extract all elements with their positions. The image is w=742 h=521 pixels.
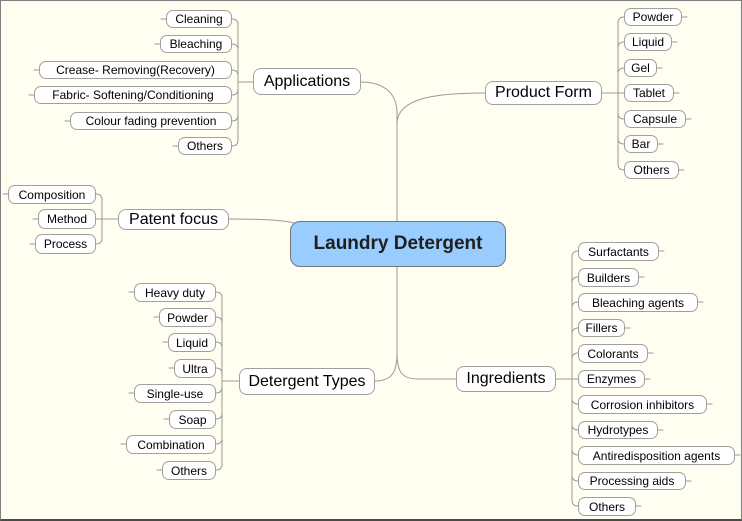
node-types-powder[interactable]: Powder xyxy=(159,308,216,327)
node-types-liquid[interactable]: Liquid xyxy=(168,333,216,352)
node-colour-fading-prevention[interactable]: Colour fading prevention xyxy=(70,112,232,130)
node-enzymes[interactable]: Enzymes xyxy=(578,370,645,388)
node-processing-aids[interactable]: Processing aids xyxy=(578,472,686,490)
patent-focus-root-connector xyxy=(228,218,295,224)
node-single-use[interactable]: Single-use xyxy=(134,384,216,403)
node-corrosion-inhibitors[interactable]: Corrosion inhibitors xyxy=(578,395,707,414)
node-hydrotypes[interactable]: Hydrotypes xyxy=(578,421,658,439)
branch-applications[interactable]: Applications xyxy=(253,68,361,95)
node-heavy-duty[interactable]: Heavy duty xyxy=(134,283,216,302)
node-product-form-others[interactable]: Others xyxy=(624,161,679,179)
node-antiredisposition-agents[interactable]: Antiredisposition agents xyxy=(578,446,735,465)
root-node-laundry-detergent[interactable]: Laundry Detergent xyxy=(290,221,506,267)
node-process[interactable]: Process xyxy=(35,234,96,254)
node-tablet[interactable]: Tablet xyxy=(624,84,674,102)
node-liquid[interactable]: Liquid xyxy=(624,33,672,51)
node-crease-removing-recovery[interactable]: Crease- Removing(Recovery) xyxy=(39,61,232,79)
node-soap[interactable]: Soap xyxy=(169,410,216,429)
node-combination[interactable]: Combination xyxy=(126,435,216,454)
node-powder[interactable]: Powder xyxy=(624,8,682,26)
branch-product-form[interactable]: Product Form xyxy=(485,81,602,105)
node-types-others[interactable]: Others xyxy=(162,461,216,480)
branch-detergent-types[interactable]: Detergent Types xyxy=(239,368,375,395)
node-method[interactable]: Method xyxy=(38,209,96,229)
node-applications-others[interactable]: Others xyxy=(178,137,232,155)
node-bar[interactable]: Bar xyxy=(624,135,658,153)
node-bleaching[interactable]: Bleaching xyxy=(160,35,232,53)
node-cleaning[interactable]: Cleaning xyxy=(166,10,232,28)
branch-patent-focus[interactable]: Patent focus xyxy=(118,209,229,230)
node-fillers[interactable]: Fillers xyxy=(578,319,625,337)
node-ingredients-others[interactable]: Others xyxy=(578,497,636,516)
branch-ingredients[interactable]: Ingredients xyxy=(456,366,556,392)
node-capsule[interactable]: Capsule xyxy=(624,110,686,128)
node-builders[interactable]: Builders xyxy=(578,268,639,287)
node-gel[interactable]: Gel xyxy=(624,59,657,77)
node-fabric-softening-conditioning[interactable]: Fabric- Softening/Conditioning xyxy=(34,86,232,104)
node-bleaching-agents[interactable]: Bleaching agents xyxy=(578,293,698,312)
trunk-bottom-connector xyxy=(374,266,457,382)
node-composition[interactable]: Composition xyxy=(8,185,96,204)
node-colorants[interactable]: Colorants xyxy=(578,344,648,363)
trunk-top-connector xyxy=(360,81,486,222)
node-surfactants[interactable]: Surfactants xyxy=(578,242,659,261)
node-ultra[interactable]: Ultra xyxy=(174,359,216,378)
